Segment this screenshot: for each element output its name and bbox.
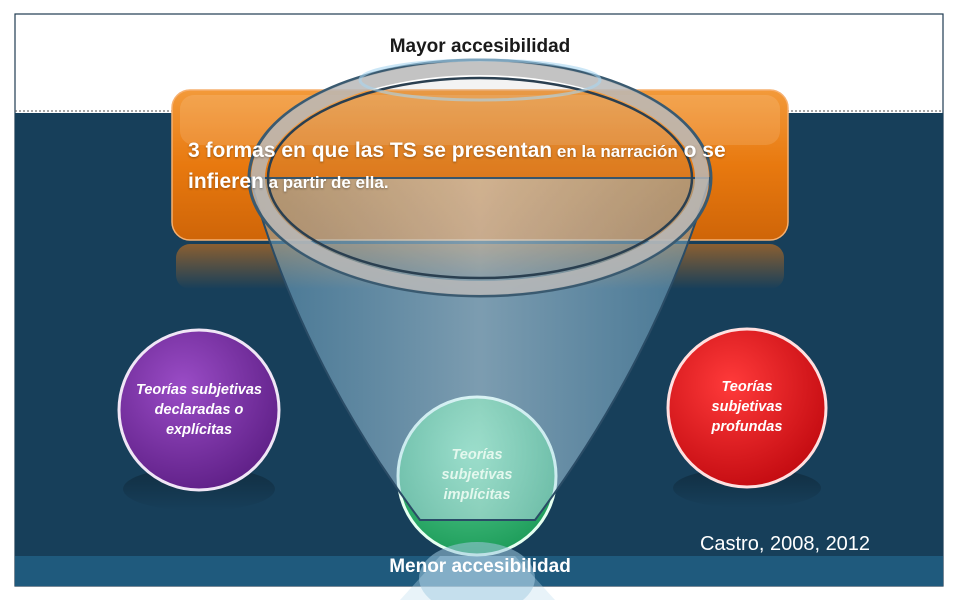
circle-explicit <box>117 328 281 492</box>
funnel-body <box>248 177 712 521</box>
funnel-rim-glow <box>358 58 602 102</box>
funnel-rim-inner <box>266 76 694 280</box>
headline-text: 3 formas en que las TS se presentan en l… <box>188 136 783 198</box>
funnel-reflection <box>400 556 555 600</box>
bottom-label: Menor accesibilidad <box>389 556 571 577</box>
headline-part-2: en la narración <box>552 142 678 161</box>
headline-part-1: 3 formas en que las TS se presentan <box>188 139 553 162</box>
circle-implicit-label: Teorías subjetivas implícitas <box>441 447 513 503</box>
funnel-rim-band <box>251 61 709 295</box>
headline-part-3: o se infieren <box>188 139 726 193</box>
headline-part-4: a partir de ella. <box>263 173 389 192</box>
circle-deep-label: Teorías subjetivas profundas <box>711 379 783 435</box>
top-label: Mayor accesibilidad <box>389 36 571 57</box>
citation: Castro, 2008, 2012 <box>699 533 871 555</box>
circle-deep <box>666 327 828 489</box>
circle-explicit-label: Teorías subjetivas declaradas o explícit… <box>136 382 262 438</box>
green-circle-reflection <box>419 542 535 600</box>
